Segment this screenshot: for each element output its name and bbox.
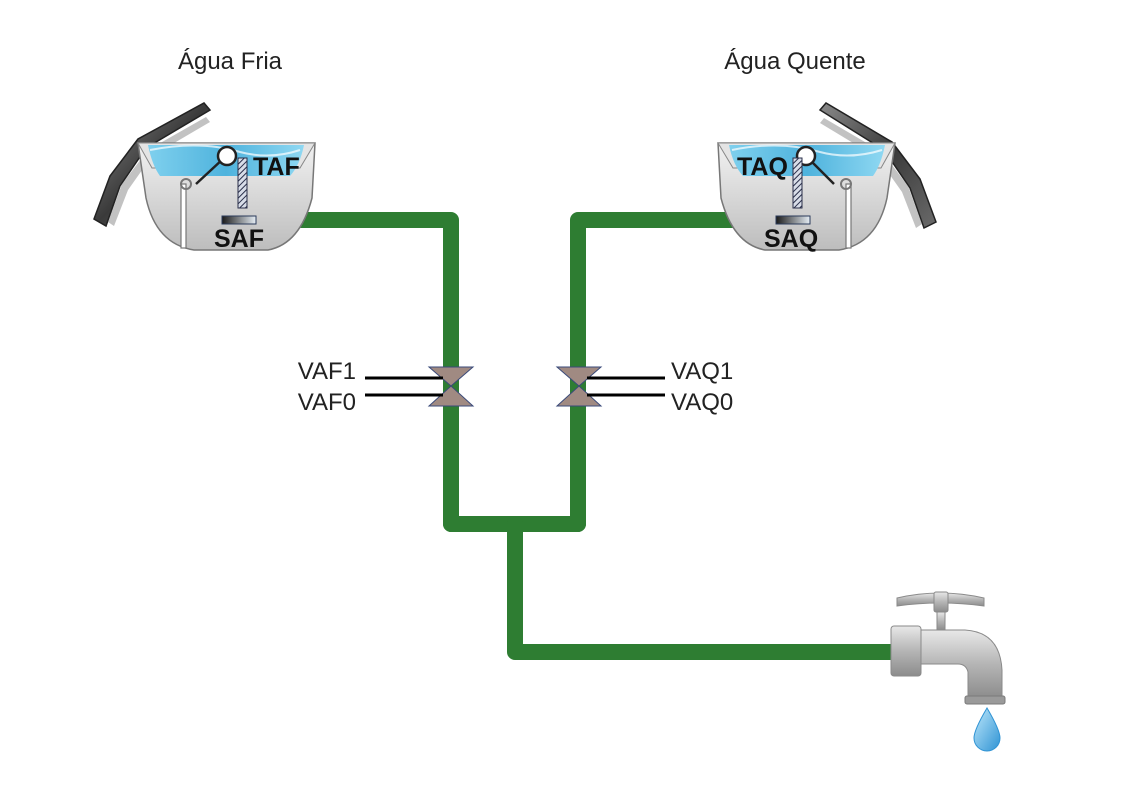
cold-level-sensor-icon xyxy=(221,215,257,225)
outlet-pipe xyxy=(507,516,913,660)
hot-valve-open-label: VAQ1 xyxy=(671,358,733,385)
cold-tank-lid xyxy=(93,102,212,228)
cold-tank-float xyxy=(195,145,238,185)
cold-temp-sensor-label: TAF xyxy=(253,153,300,181)
hot-tank-inlet xyxy=(840,178,852,249)
hot-water-tank: Água Quente TAQ SAQ xyxy=(717,48,937,253)
hot-valve-close-label: VAQ0 xyxy=(671,389,733,416)
faucet-icon[interactable] xyxy=(890,591,1006,705)
cold-valve-open-label: VAF1 xyxy=(298,358,356,385)
cold-water-pipe xyxy=(268,212,459,532)
cold-water-valve[interactable]: VAF1 VAF0 xyxy=(298,358,475,416)
hot-water-valve[interactable]: VAQ1 VAQ0 xyxy=(555,358,733,416)
hot-level-sensor-label: SAQ xyxy=(764,225,818,253)
hot-tank-title: Água Quente xyxy=(724,48,865,75)
hot-temp-sensor-icon xyxy=(792,157,803,209)
hot-water-pipe xyxy=(570,212,759,532)
water-drop-icon xyxy=(973,707,1001,752)
cold-level-sensor-label: SAF xyxy=(214,225,264,253)
cold-valve-close-label: VAF0 xyxy=(298,389,356,416)
cold-tank-inlet xyxy=(180,178,192,249)
hot-temp-sensor-label: TAQ xyxy=(737,153,788,181)
hot-tank-lid xyxy=(818,102,937,230)
cold-water-tank: Água Fria TAF SAF xyxy=(93,48,316,253)
piping xyxy=(268,212,913,660)
cold-temp-sensor-icon xyxy=(237,157,248,209)
cold-tank-title: Água Fria xyxy=(178,48,283,75)
hot-level-sensor-icon xyxy=(775,215,811,225)
